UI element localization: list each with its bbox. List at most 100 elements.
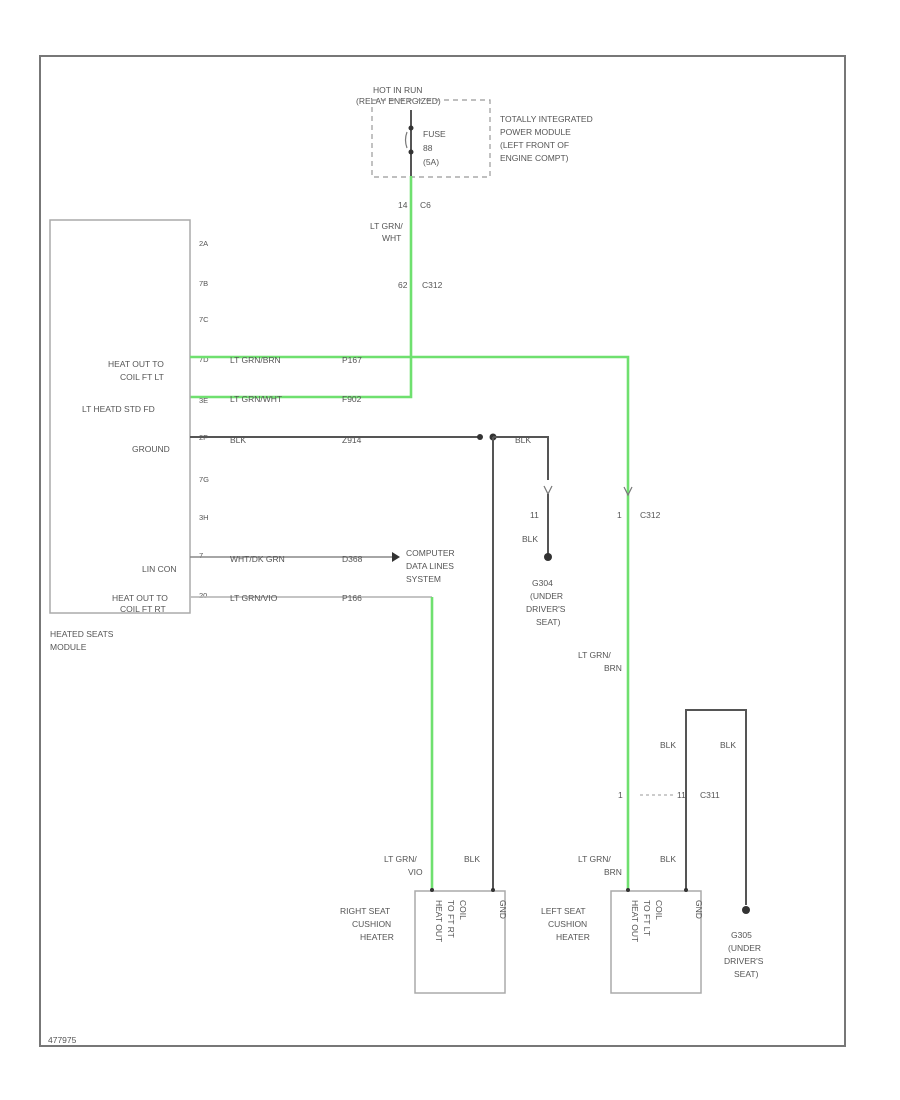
- tipm-dashed-box: [371, 99, 491, 178]
- right-heater-box: [414, 890, 506, 994]
- wire3-circuit: Z914: [342, 435, 362, 445]
- diagram-frame: [39, 55, 846, 1047]
- power-label-hot-in-run: HOT IN RUN: [373, 85, 422, 95]
- tipm-name-line3: (LEFT FRONT OF: [500, 140, 569, 150]
- c312-lower-connector: C312: [640, 510, 661, 520]
- g304-wire-color: BLK: [522, 534, 538, 544]
- wire4-circuit: D368: [342, 554, 363, 564]
- wire1-circuit: P167: [342, 355, 362, 365]
- module-pin-2a: 2A: [199, 239, 208, 248]
- wire-blk-to-g304: [493, 436, 549, 480]
- c311-connector: C311: [700, 790, 720, 800]
- right-heater-gnd-label-group: GND: [498, 900, 508, 919]
- left-heater-box: [610, 890, 702, 994]
- module-pin-7g: 7G: [199, 475, 209, 484]
- left-heater-gnd-label-group: GND: [694, 900, 704, 919]
- left-heater-inner-2: TO FT LT: [642, 900, 652, 936]
- left-heater-name-3: HEATER: [556, 932, 590, 942]
- fuse-symbol: [404, 131, 408, 149]
- right-heater-inner-4: GND: [498, 900, 508, 919]
- left-heater-name-2: CUSHION: [548, 919, 587, 929]
- g305-label-1: G305: [731, 930, 752, 940]
- left-heater-wire1-color2: BRN: [604, 867, 622, 877]
- fuse-rating: (5A): [423, 157, 439, 167]
- g304-label-3: DRIVER'S: [526, 604, 566, 614]
- wire5-circuit: P166: [342, 593, 362, 603]
- wire-blk-to-g305: [685, 709, 747, 905]
- g304-label-1: G304: [532, 578, 553, 588]
- tipm-name-line4: ENGINE COMPT): [500, 153, 569, 163]
- c311-pin-left: 1: [618, 790, 623, 800]
- module-label-lin: LIN CON: [142, 564, 176, 574]
- cdl-label-2: DATA LINES: [406, 561, 454, 571]
- c312-pin-top: 62: [398, 280, 408, 290]
- wire3-color: BLK: [230, 435, 246, 445]
- left-heater-inner-3: COIL: [654, 900, 664, 920]
- c312-lower-pin: 1: [617, 510, 622, 520]
- right-heater-name-1: RIGHT SEAT: [340, 906, 390, 916]
- left-feed-color2: BRN: [604, 663, 622, 673]
- c311-blk-right: BLK: [720, 740, 736, 750]
- wire-lt-grn-brn: [190, 355, 630, 890]
- left-heater-wire1-color1: LT GRN/: [578, 854, 611, 864]
- cdl-label-1: COMPUTER: [406, 548, 455, 558]
- wire5-color: LT GRN/VIO: [230, 593, 278, 603]
- top-wire-color1: LT GRN/: [370, 221, 403, 231]
- g305-label-2: (UNDER: [728, 943, 761, 953]
- left-heater-wire2-color: BLK: [660, 854, 676, 864]
- module-pin-3h: 3H: [199, 513, 209, 522]
- fuse-terminal-bottom: [408, 149, 414, 155]
- fuse-label: FUSE: [423, 129, 446, 139]
- c311-pin-right: 11: [677, 790, 686, 800]
- g304-connector-symbol: [543, 485, 553, 496]
- tipm-name-line2: POWER MODULE: [500, 127, 571, 137]
- g304-label-2: (UNDER: [530, 591, 563, 601]
- wire2-color: LT GRN/WHT: [230, 394, 282, 404]
- right-heater-inner-2: TO FT RT: [446, 900, 456, 938]
- c312-connector-top: C312: [422, 280, 443, 290]
- module-label-lt-heated: LT HEATD STD FD: [82, 404, 155, 414]
- g304-pin: 11: [530, 510, 539, 520]
- module-pin-3e: 3E: [199, 396, 208, 405]
- power-label-relay: (RELAY ENERGIZED): [356, 96, 441, 106]
- cdl-label-3: SYSTEM: [406, 574, 441, 584]
- left-heater-inner-labels: HEAT OUT TO FT LT COIL: [630, 900, 664, 942]
- module-name-line2: MODULE: [50, 642, 87, 652]
- ground-icon-g304: [544, 553, 552, 561]
- left-heater-name-1: LEFT SEAT: [541, 906, 586, 916]
- right-heater-inner-1: HEAT OUT: [434, 900, 444, 942]
- module-name-line1: HEATED SEATS: [50, 629, 114, 639]
- g305-label-4: SEAT): [734, 969, 759, 979]
- tipm-name-line1: TOTALLY INTEGRATED: [500, 114, 593, 124]
- tipm-pin: 14: [398, 200, 408, 210]
- c312-lower-connector-symbol: [623, 486, 633, 497]
- right-heater-inner-3: COIL: [458, 900, 468, 920]
- right-heater-name-3: HEATER: [360, 932, 394, 942]
- wire-lt-grn-wht: [190, 176, 413, 399]
- module-pin-20: 20: [199, 591, 207, 600]
- ground-icon-g305: [742, 906, 750, 914]
- g304-label-4: SEAT): [536, 617, 561, 627]
- right-heater-terminal-1: [430, 888, 434, 892]
- right-heater-terminal-2: [491, 888, 495, 892]
- ground-splice-left: [477, 434, 483, 440]
- wire4-color: WHT/DK GRN: [230, 554, 285, 564]
- data-bus-arrow-icon: [392, 552, 400, 562]
- module-pin-7c: 7C: [199, 315, 209, 324]
- heated-seats-module-box: [49, 219, 191, 614]
- wire1-color: LT GRN/BRN: [230, 355, 281, 365]
- tipm-connector: C6: [420, 200, 431, 210]
- top-wire-color2: WHT: [382, 233, 401, 243]
- left-feed-color1: LT GRN/: [578, 650, 611, 660]
- right-heater-wire1-color1: LT GRN/: [384, 854, 417, 864]
- module-pin-7b: 7B: [199, 279, 208, 288]
- module-label-heat-rt-1: HEAT OUT TO: [112, 593, 168, 603]
- module-pin-7d: 7D: [199, 355, 209, 364]
- diagram-code: 477975: [48, 1035, 77, 1045]
- left-heater-terminal-2: [684, 888, 688, 892]
- module-label-heat-lt-1: HEAT OUT TO: [108, 359, 164, 369]
- module-label-ground: GROUND: [132, 444, 170, 454]
- right-heater-inner-labels: HEAT OUT TO FT RT COIL: [434, 900, 468, 942]
- right-heater-wire1-color2: VIO: [408, 867, 423, 877]
- g305-label-3: DRIVER'S: [724, 956, 764, 966]
